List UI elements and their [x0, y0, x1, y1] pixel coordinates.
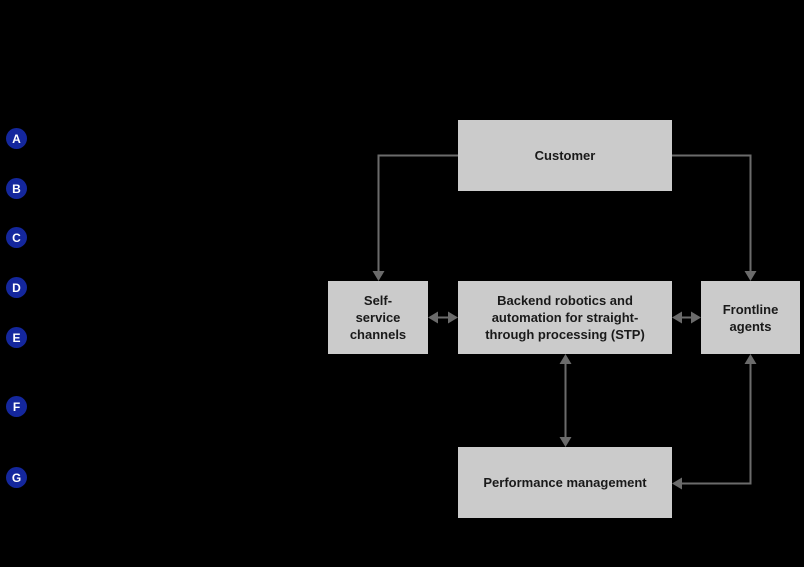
legend-marker-label: E — [12, 330, 21, 345]
legend-marker-g: G — [6, 467, 27, 488]
node-frontline-agents: Frontline agents — [701, 281, 800, 354]
arrowhead-into-self-service-right — [428, 311, 438, 324]
connector-customer-to-frontline — [672, 154, 752, 272]
legend-marker-label: G — [11, 470, 22, 485]
legend-marker-b: B — [6, 178, 27, 199]
node-customer: Customer — [458, 120, 672, 191]
legend-marker-e: E — [6, 327, 27, 348]
node-backend-stp-label: Backend robotics and automation for stra… — [485, 293, 645, 342]
legend-marker-d: D — [6, 277, 27, 298]
node-customer-label: Customer — [534, 148, 596, 163]
arrowhead-into-self-service-top — [372, 271, 385, 281]
node-backend-stp: Backend robotics and automation for stra… — [458, 281, 672, 354]
arrowhead-into-frontline-top — [744, 271, 757, 281]
legend-marker-label: C — [12, 230, 21, 245]
legend-marker-c: C — [6, 227, 27, 248]
connector-frontline-performance — [682, 363, 752, 485]
node-self-service-channels: Self-service channels — [328, 281, 428, 354]
legend-marker-a: A — [6, 128, 27, 149]
arrowhead-into-performance-top — [559, 437, 572, 447]
legend-marker-label: D — [12, 280, 21, 295]
legend-marker-label: B — [12, 181, 21, 196]
connector-customer-to-self-service — [377, 154, 458, 272]
arrowhead-into-backend-left — [448, 311, 458, 324]
arrowhead-into-backend-bottom — [559, 354, 572, 364]
arrowhead-into-performance-right — [672, 477, 682, 490]
node-performance-management: Performance management — [458, 447, 672, 518]
legend-marker-f: F — [6, 396, 27, 417]
node-self-service-channels-label: Self-service channels — [349, 293, 407, 342]
legend-marker-label: F — [12, 399, 21, 414]
arrowhead-into-frontline-bottom — [744, 354, 757, 364]
node-frontline-agents-label: Frontline agents — [722, 301, 779, 334]
arrowhead-into-frontline-left — [691, 311, 701, 324]
arrowhead-into-backend-right — [672, 311, 682, 324]
node-performance-management-label: Performance management — [483, 475, 647, 490]
legend-marker-label: A — [12, 131, 21, 146]
